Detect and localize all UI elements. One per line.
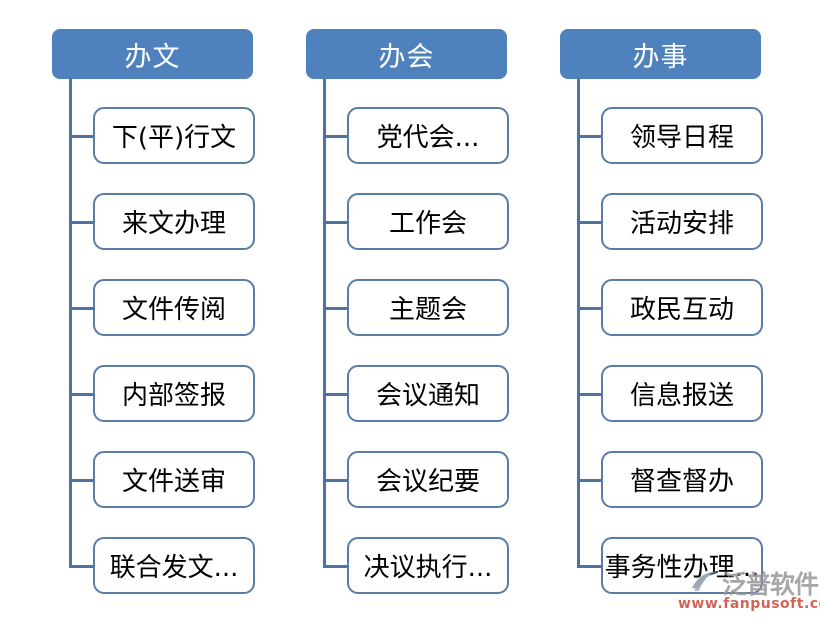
connector-stub bbox=[577, 306, 601, 310]
node-box: 主题会 bbox=[347, 279, 509, 336]
connector-vertical bbox=[577, 79, 580, 568]
connector-stub bbox=[69, 306, 93, 310]
connector-stub bbox=[323, 306, 347, 310]
column-banshi: 办事 领导日程 活动安排 政民互动 信息报送 督查督办 事务性办理... bbox=[560, 29, 765, 604]
node-box: 督查督办 bbox=[601, 451, 763, 508]
node-box: 会议纪要 bbox=[347, 451, 509, 508]
node-box: 文件传阅 bbox=[93, 279, 255, 336]
column-header: 办会 bbox=[306, 29, 507, 79]
node-box: 来文办理 bbox=[93, 193, 255, 250]
column-banwen: 办文 下(平)行文 来文办理 文件传阅 内部签报 文件送审 联合发文... bbox=[52, 29, 257, 604]
connector-stub bbox=[323, 220, 347, 224]
connector-stub bbox=[69, 392, 93, 396]
column-header: 办事 bbox=[560, 29, 761, 79]
connector-stub bbox=[323, 564, 347, 568]
connector-stub bbox=[577, 478, 601, 482]
node-box: 下(平)行文 bbox=[93, 107, 255, 164]
connector-stub bbox=[577, 392, 601, 396]
node-box: 决议执行... bbox=[347, 537, 509, 594]
node-box: 联合发文... bbox=[93, 537, 255, 594]
node-box: 会议通知 bbox=[347, 365, 509, 422]
connector-stub bbox=[577, 564, 601, 568]
node-box: 领导日程 bbox=[601, 107, 763, 164]
node-box: 事务性办理... bbox=[601, 537, 763, 594]
node-box: 政民互动 bbox=[601, 279, 763, 336]
node-box: 工作会 bbox=[347, 193, 509, 250]
node-box: 内部签报 bbox=[93, 365, 255, 422]
connector-stub bbox=[577, 220, 601, 224]
column-header: 办文 bbox=[52, 29, 253, 79]
node-box: 活动安排 bbox=[601, 193, 763, 250]
connector-vertical bbox=[69, 79, 72, 568]
connector-stub bbox=[577, 134, 601, 138]
connector-stub bbox=[69, 134, 93, 138]
connector-vertical bbox=[323, 79, 326, 568]
column-banhui: 办会 党代会... 工作会 主题会 会议通知 会议纪要 决议执行... bbox=[306, 29, 511, 604]
connector-stub bbox=[69, 564, 93, 568]
connector-stub bbox=[323, 392, 347, 396]
connector-stub bbox=[69, 220, 93, 224]
connector-stub bbox=[323, 134, 347, 138]
node-box: 文件送审 bbox=[93, 451, 255, 508]
node-box: 信息报送 bbox=[601, 365, 763, 422]
connector-stub bbox=[69, 478, 93, 482]
connector-stub bbox=[323, 478, 347, 482]
node-box: 党代会... bbox=[347, 107, 509, 164]
